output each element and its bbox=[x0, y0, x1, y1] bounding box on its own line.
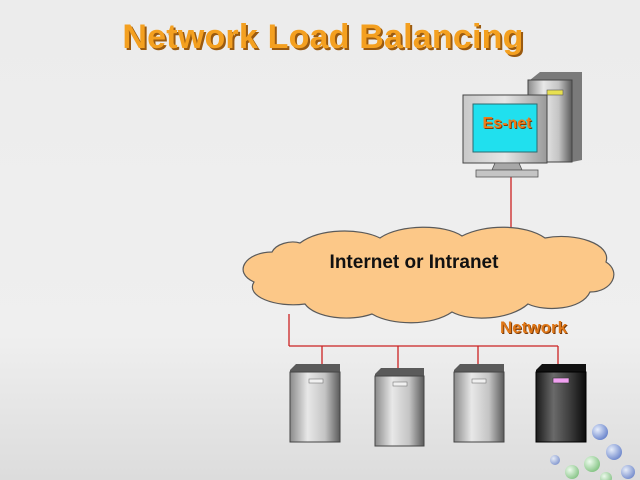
server-icon bbox=[453, 364, 505, 443]
cloud-label: Internet or Intranet bbox=[329, 252, 499, 273]
client-computer-icon bbox=[462, 72, 582, 178]
server-icon-highlighted bbox=[535, 364, 587, 443]
page-title: Network Load Balancing bbox=[122, 18, 524, 56]
internet-cloud bbox=[242, 226, 615, 324]
client-screen-label: Es-net bbox=[482, 115, 532, 132]
decorative-spheres-icon bbox=[550, 424, 635, 480]
network-bus bbox=[288, 314, 559, 368]
network-label: Network bbox=[500, 318, 568, 337]
server-icon bbox=[374, 368, 425, 447]
server-icon bbox=[289, 364, 341, 443]
